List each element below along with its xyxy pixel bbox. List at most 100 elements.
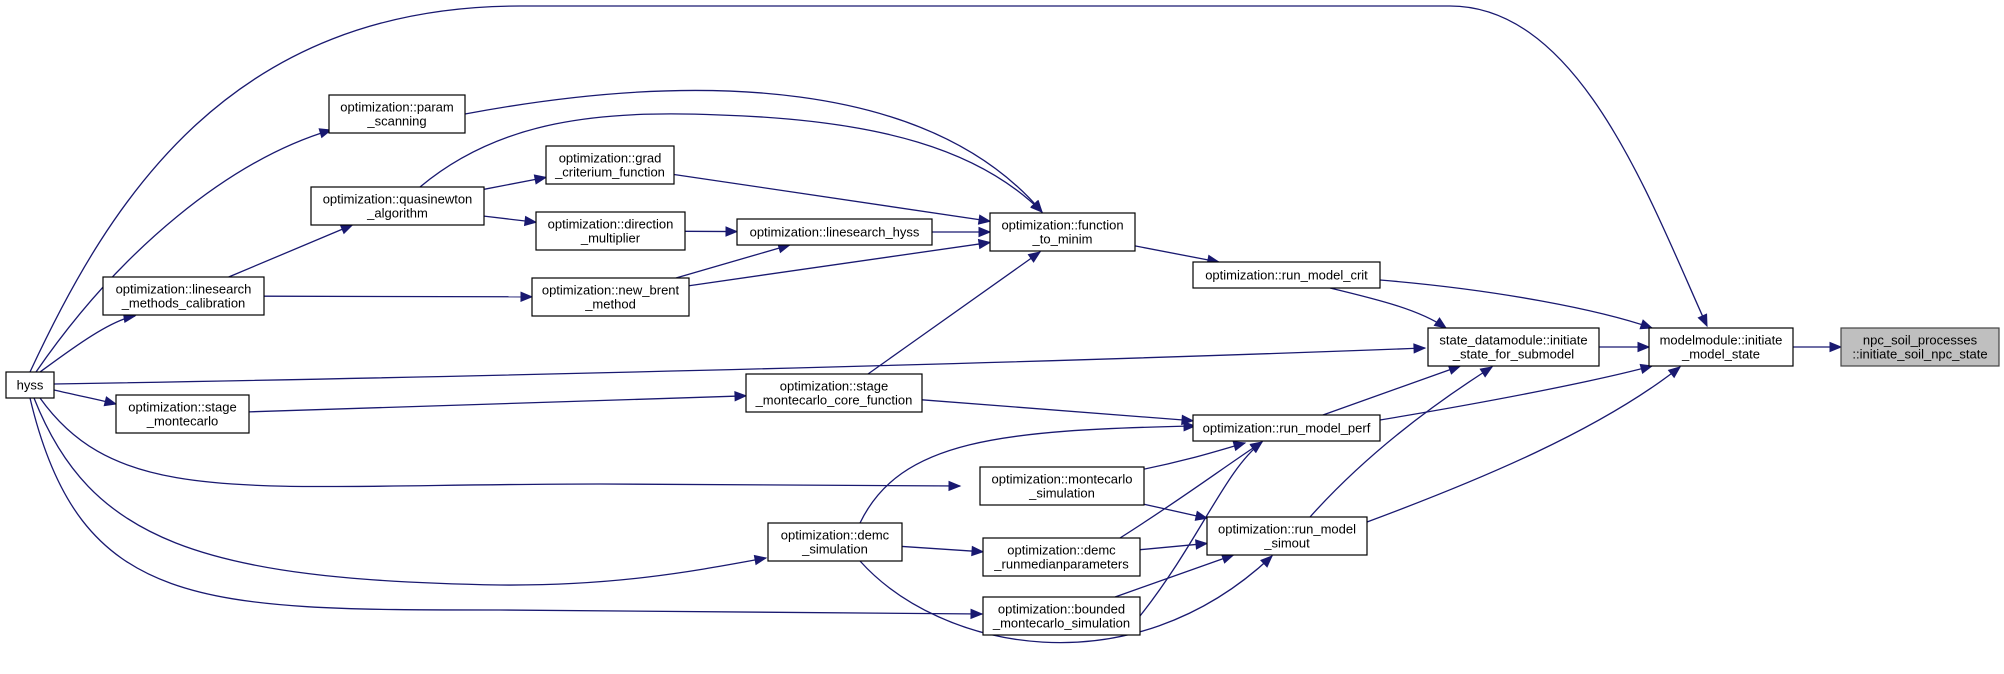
edge-arrowhead: [1220, 553, 1235, 564]
node-lshyss[interactable]: optimization::linesearch_hyss: [736, 218, 933, 246]
edge-lsmethods-to-brent: [263, 291, 534, 303]
node-label-line: hyss: [17, 378, 44, 393]
node-label-line: _simulation: [1028, 486, 1095, 501]
edge-brent-to-funcmin: [688, 238, 992, 287]
node-box: [102, 276, 265, 316]
edge-arrowhead: [1030, 200, 1043, 213]
edge-modelmodule-to-npc: [1793, 341, 1843, 353]
node-box: [328, 94, 466, 134]
edge-line: [1322, 365, 1461, 416]
edge-hyss-to-mcsim: [39, 397, 962, 492]
edge-arrowhead: [523, 215, 538, 227]
node-label-line: _model_state: [1681, 347, 1760, 362]
edge-brent-to-lshyss: [675, 243, 791, 279]
edge-lshyss-to-funcmin: [932, 226, 992, 238]
node-hyss[interactable]: hyss: [5, 371, 55, 399]
node-label-line: modelmodule::initiate: [1660, 333, 1783, 348]
edge-statedm-to-modelmodule: [1599, 341, 1651, 353]
edge-line: [1329, 287, 1447, 329]
node-bounded[interactable]: optimization::bounded_montecarlo_simulat…: [982, 596, 1141, 636]
edge-line: [39, 397, 961, 488]
node-demcsim[interactable]: optimization::demc_simulation: [767, 522, 903, 562]
node-funcmin[interactable]: optimization::function_to_minim: [989, 212, 1136, 252]
edge-runcrit-to-modelmodule: [1379, 279, 1654, 330]
node-gradcrit[interactable]: optimization::grad_criterium_function: [545, 145, 675, 185]
edge-line: [1366, 366, 1681, 523]
edge-line: [1114, 554, 1234, 598]
edge-arrowhead: [1027, 251, 1042, 263]
node-label-line: optimization::montecarlo: [992, 472, 1133, 487]
node-label-line: optimization::linesearch_hyss: [750, 225, 920, 240]
node-box: [989, 212, 1136, 252]
edge-hyss-to-stagemc: [53, 389, 118, 407]
edge-line: [39, 315, 136, 373]
node-direction[interactable]: optimization::direction_multiplier: [535, 211, 686, 251]
edge-arrowhead: [1433, 317, 1448, 329]
node-lsmethods[interactable]: optimization::linesearch_methods_calibra…: [102, 276, 265, 316]
node-quasi[interactable]: optimization::quasinewton_algorithm: [310, 186, 485, 226]
node-box: [745, 373, 923, 413]
edge-runperf-to-statedm: [1322, 364, 1462, 416]
edge-hyss-to-paramscan: [35, 128, 333, 373]
node-demcmed[interactable]: optimization::demc_runmedianparameters: [982, 537, 1141, 577]
edge-arrowhead: [1697, 313, 1708, 328]
edge-lsmethods-to-quasi: [228, 224, 354, 278]
edge-hyss-to-modelmodule: [29, 5, 1708, 373]
node-box: [535, 211, 686, 251]
node-stagecore[interactable]: optimization::stage_montecarlo_core_func…: [745, 373, 923, 413]
edge-runcrit-to-statedm: [1329, 287, 1448, 329]
edge-arrowhead: [1195, 539, 1209, 550]
node-modelmodule[interactable]: modelmodule::initiate_model_state: [1648, 327, 1794, 367]
edge-arrowhead: [970, 608, 984, 620]
edge-mcsim-to-runperf: [1139, 441, 1247, 471]
edge-line: [1309, 366, 1493, 518]
node-label-line: _scanning: [366, 114, 426, 129]
edge-line: [1119, 441, 1263, 539]
node-box: [531, 277, 690, 317]
edge-arrowhead: [753, 554, 768, 566]
edge-line: [867, 251, 1041, 375]
node-label-line: _montecarlo_core_function: [755, 393, 913, 408]
node-label-line: _simout: [1263, 536, 1310, 551]
edge-arrowhead: [1232, 441, 1247, 452]
node-runcrit[interactable]: optimization::run_model_crit: [1192, 261, 1381, 289]
edge-line: [901, 545, 984, 553]
graph-nodes: npc_soil_processes::initiate_soil_npc_st…: [5, 94, 2000, 636]
edge-arrowhead: [339, 224, 354, 235]
node-label-line: _simulation: [801, 542, 868, 557]
edge-arrowhead: [1183, 420, 1197, 432]
node-label-line: optimization::quasinewton: [323, 192, 473, 207]
node-box: [1192, 261, 1381, 289]
node-label-line: ::initiate_soil_npc_state: [1852, 347, 1987, 362]
edge-arrowhead: [1194, 510, 1209, 521]
node-box: [1192, 414, 1381, 442]
node-label-line: optimization::demc: [781, 528, 890, 543]
node-stagemc[interactable]: optimization::stage_montecarlo: [115, 394, 250, 434]
node-label-line: optimization::run_model_crit: [1205, 268, 1368, 283]
node-simout[interactable]: optimization::run_model_simout: [1206, 516, 1368, 556]
edge-arrowhead: [1637, 341, 1651, 353]
node-npc[interactable]: npc_soil_processes::initiate_soil_npc_st…: [1840, 327, 2000, 367]
edge-arrowhead: [1249, 441, 1264, 454]
edge-mcsim-to-simout: [1143, 503, 1209, 521]
node-box: [736, 218, 933, 246]
node-mcsim[interactable]: optimization::montecarlo_simulation: [979, 466, 1145, 506]
edge-line: [859, 555, 1273, 644]
edge-line: [1379, 365, 1653, 421]
node-label-line: _method: [584, 297, 636, 312]
edge-arrowhead: [520, 291, 534, 303]
node-paramscan[interactable]: optimization::param_scanning: [328, 94, 466, 134]
edge-line: [29, 397, 983, 615]
edge-arrowhead: [1639, 363, 1654, 375]
node-statedm[interactable]: state_datamodule::initiate_state_for_sub…: [1427, 327, 1600, 367]
edge-demcsim-to-runperf: [859, 420, 1197, 524]
node-label-line: _state_for_submodel: [1452, 347, 1575, 362]
edge-line: [53, 347, 1426, 385]
node-label-line: optimization::stage: [780, 379, 888, 394]
edge-arrowhead: [533, 174, 548, 185]
node-label-line: _to_minim: [1032, 232, 1093, 247]
edge-arrowhead: [1639, 319, 1654, 330]
node-runperf[interactable]: optimization::run_model_perf: [1192, 414, 1381, 442]
node-brent[interactable]: optimization::new_brent_method: [531, 277, 690, 317]
edge-arrowhead: [977, 238, 992, 250]
